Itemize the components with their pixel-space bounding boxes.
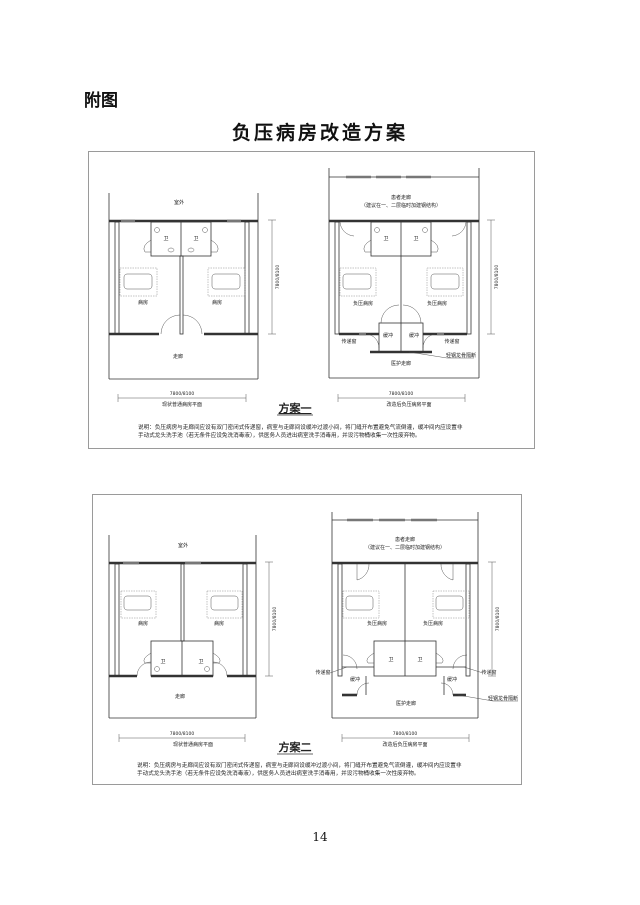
- patient-corridor-label: 患者走廊: [395, 536, 415, 543]
- toilet-label: 卫: [383, 236, 388, 242]
- vertical-dimension-label: 7800/8100: [275, 265, 281, 290]
- scheme-note-line: 手动式龙头洗手池（若无条件应设免洗消毒液），供医务人员进出病室洗手消毒用，并设污…: [137, 769, 419, 777]
- outdoor-label: 室外: [174, 199, 184, 206]
- pass-window-label: 传递窗: [444, 338, 459, 345]
- partition-label: 轻钢龙骨隔断: [488, 695, 518, 702]
- negative-pressure-ward-label: 负压病房: [353, 300, 373, 307]
- dimension-label: 7800/8100: [389, 391, 414, 397]
- dimension-label: 7800/8100: [393, 731, 418, 737]
- corridor-label: 走廊: [173, 353, 183, 360]
- ward-label: 病房: [212, 299, 222, 306]
- pass-window-label: 传递窗: [341, 338, 356, 345]
- plan-caption: 改造后负压病房平面: [382, 741, 427, 748]
- negative-pressure-ward-label: 负压病房: [427, 300, 447, 307]
- scheme1-drawing: 室外 卫 卫 病房 病房 走廊 7800/8100 7800/8100 现状普通…: [108, 168, 500, 439]
- corridor-label: 走廊: [175, 693, 185, 700]
- negative-pressure-ward-label: 负压病房: [367, 620, 387, 627]
- appendix-label: 附图: [84, 91, 118, 111]
- patient-corridor-note: （建议在一、二层临时加建钢结构）: [365, 544, 445, 551]
- plan-caption: 现状普通病房平面: [173, 741, 213, 748]
- scheme2-figure: 室外 卫 卫 病房 病房 走廊 7800/8100 7800/8100 现状普通…: [92, 494, 522, 785]
- scheme-note-line: 说明：负压病房与走廊间应设有双门密闭式传递窗，病室与走廊间设缓冲过渡小间，将门缝…: [137, 761, 462, 769]
- outdoor-label: 室外: [178, 542, 188, 549]
- toilet-label: 卫: [160, 659, 165, 665]
- buffer-label: 缓冲: [409, 332, 419, 339]
- vertical-dimension-label: 7800/8100: [495, 607, 501, 632]
- scheme-note-line: 手动式龙头洗手池（若无条件应设免洗消毒液），供医务人员进出病室洗手消毒用，并设污…: [138, 431, 420, 439]
- vertical-dimension-label: 7800/8100: [494, 265, 500, 290]
- ward-label: 病房: [138, 299, 148, 306]
- scheme-title: 方案一: [279, 401, 312, 415]
- pass-window-label: 传递窗: [481, 669, 496, 676]
- negative-pressure-ward-label: 负压病房: [423, 620, 443, 627]
- buffer-label: 缓冲: [447, 676, 457, 683]
- pass-window-label: 传递窗: [315, 669, 330, 676]
- buffer-label: 缓冲: [350, 676, 360, 683]
- partition-label: 轻钢龙骨隔断: [446, 352, 476, 359]
- plan-caption: 现状普通病房平面: [162, 401, 202, 408]
- ward-label: 病房: [138, 620, 148, 627]
- toilet-label: 卫: [388, 657, 393, 663]
- toilet-label: 卫: [193, 236, 198, 242]
- vertical-dimension-label: 7800/8100: [272, 607, 278, 632]
- toilet-label: 卫: [198, 659, 203, 665]
- scheme2-right-plan: 患者走廊 （建议在一、二层临时加建钢结构） 卫 卫 负压病房 负压病房 缓冲 缓…: [315, 512, 518, 748]
- document-title: 负压病房改造方案: [231, 122, 408, 144]
- dimension-label: 7800/8100: [170, 391, 195, 397]
- scheme1-left-plan: 室外 卫 卫 病房 病房 走廊 7800/8100 7800/8100 现状普通…: [108, 193, 281, 408]
- scheme-title: 方案二: [279, 740, 312, 754]
- patient-corridor-note: （建议在一、二层临时加建钢结构）: [361, 202, 441, 209]
- scheme1-right-plan: 患者走廊 （建议在一、二层临时加建钢结构） 卫 卫 负压病房 负压病房 缓冲 缓…: [328, 168, 500, 408]
- patient-corridor-label: 患者走廊: [391, 194, 411, 201]
- staff-corridor-label: 医护走廊: [396, 700, 416, 707]
- staff-corridor-label: 医护走廊: [391, 360, 411, 367]
- scheme2-left-plan: 室外 卫 卫 病房 病房 走廊 7800/8100 7800/8100 现状普通…: [108, 535, 278, 748]
- scheme-note-line: 说明：负压病房与走廊间应设有双门密闭式传递窗，病室与走廊间设缓冲过渡小间，将门缝…: [138, 423, 463, 431]
- toilet-label: 卫: [163, 236, 168, 242]
- scheme1-figure: 室外 卫 卫 病房 病房 走廊 7800/8100 7800/8100 现状普通…: [88, 151, 535, 449]
- ward-label: 病房: [214, 620, 224, 627]
- toilet-label: 卫: [413, 236, 418, 242]
- scheme2-drawing: 室外 卫 卫 病房 病房 走廊 7800/8100 7800/8100 现状普通…: [108, 512, 518, 777]
- plan-caption: 改造后负压病房平面: [386, 401, 431, 408]
- page-number: 14: [312, 830, 328, 844]
- toilet-label: 卫: [417, 657, 422, 663]
- buffer-label: 缓冲: [383, 332, 393, 339]
- dimension-label: 7800/8100: [170, 731, 195, 737]
